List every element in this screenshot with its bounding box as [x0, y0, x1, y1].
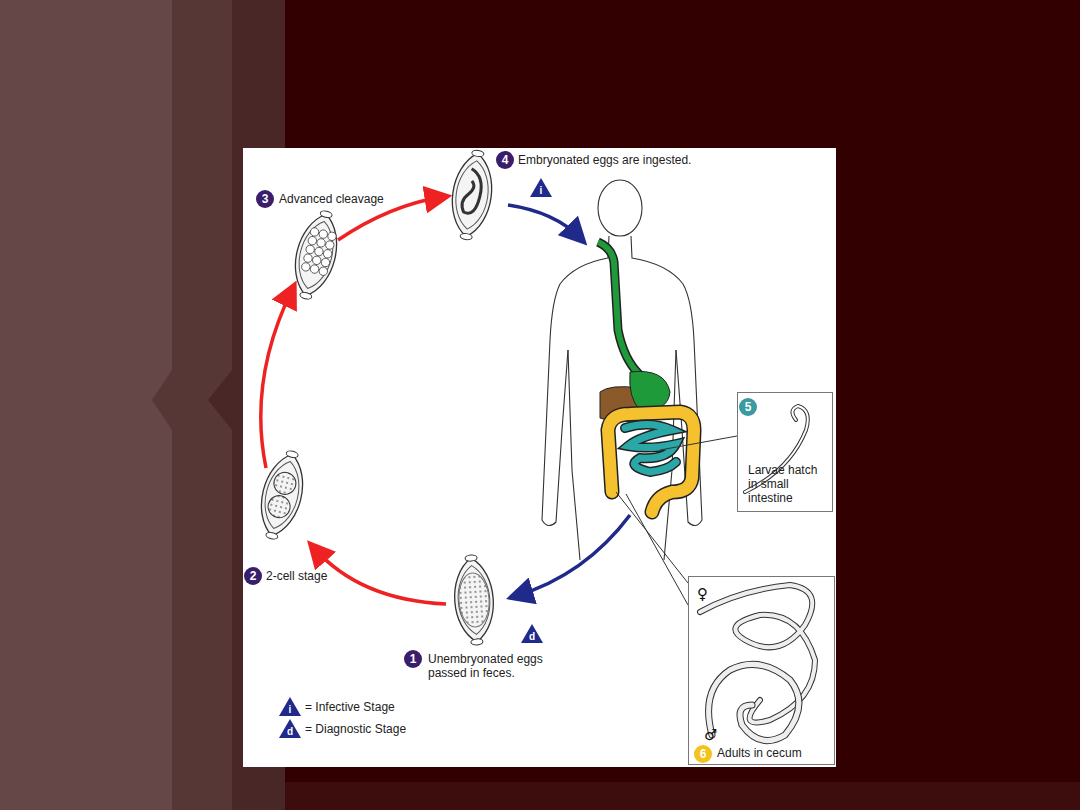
egg — [252, 447, 311, 544]
box-caption: Larvae hatch in small intestine — [748, 463, 828, 505]
cell — [327, 231, 337, 241]
cell — [318, 229, 328, 239]
egg — [452, 554, 497, 646]
adult-worms — [700, 585, 815, 741]
side-band — [0, 0, 172, 810]
polar-plug — [299, 291, 312, 300]
cell — [323, 249, 333, 259]
cell — [305, 244, 315, 254]
egg-shell — [452, 557, 496, 643]
stage-label: Embryonated eggs are ingested. — [518, 153, 691, 167]
polar-plug — [286, 450, 299, 459]
side-band — [0, 0, 285, 810]
callout-number: 4 — [496, 151, 514, 169]
sex-symbol: ♂ — [704, 727, 717, 743]
egg — [286, 207, 345, 304]
egg-inner — [452, 159, 493, 232]
stage-label: 2-cell stage — [266, 569, 327, 583]
polar-plug — [465, 555, 477, 562]
esophagus — [598, 242, 640, 375]
cell — [320, 257, 330, 267]
legend-text: = Diagnostic Stage — [305, 722, 406, 736]
esophagus-outline — [598, 242, 640, 375]
polar-plug — [265, 531, 278, 540]
sex-symbol: ♀ — [697, 586, 708, 602]
human-silhouette — [542, 180, 702, 560]
stage-box: Adults in cecum — [688, 576, 835, 765]
cell — [307, 236, 317, 246]
leader-line — [616, 492, 688, 583]
bottom-strip — [285, 782, 1080, 810]
callout-number: 6 — [694, 745, 712, 763]
leader-line — [626, 494, 688, 605]
callout-number: 1 — [404, 650, 422, 668]
egg-shell — [253, 450, 311, 541]
egg-inner — [258, 458, 305, 532]
egg-shell — [287, 210, 345, 301]
excretion-arrow — [516, 515, 630, 596]
polar-plug — [471, 150, 484, 158]
cell — [309, 227, 319, 237]
egg-inner — [292, 218, 339, 292]
cell — [316, 238, 326, 248]
callout-number: 5 — [739, 398, 757, 416]
polar-plug — [471, 638, 483, 645]
colon-outline — [608, 412, 694, 512]
cell — [303, 253, 313, 263]
coiled-larva — [461, 168, 484, 215]
polar-plug — [320, 210, 333, 219]
cell — [314, 247, 324, 257]
cell — [325, 240, 335, 250]
cell — [312, 255, 322, 265]
cycle-arrow — [261, 290, 292, 468]
egg-shell — [447, 151, 497, 240]
egg-content — [457, 572, 491, 628]
stage-box: Larvae hatch in small intestine — [737, 392, 833, 512]
polar-plug — [460, 233, 473, 241]
cell — [318, 266, 328, 276]
callout-number: 3 — [256, 190, 274, 208]
blastomere — [272, 470, 299, 497]
figure-panel — [243, 148, 836, 767]
egg — [447, 148, 498, 242]
blastomere — [266, 493, 293, 520]
side-band — [0, 0, 232, 810]
cell — [309, 264, 319, 274]
cycle-arrow — [314, 548, 446, 604]
cell — [301, 262, 311, 272]
stage-label: Unembryonated eggs passed in feces. — [428, 652, 558, 680]
egg-inner — [456, 565, 492, 636]
ingestion-arrow — [508, 205, 580, 238]
box-caption: Adults in cecum — [717, 746, 830, 760]
large-intestine — [608, 412, 694, 512]
callout-number: 2 — [244, 567, 262, 585]
leader-line — [660, 436, 737, 450]
stomach — [630, 371, 670, 410]
legend-text: = Infective Stage — [305, 700, 395, 714]
stage-label: Advanced cleavage — [279, 192, 384, 206]
